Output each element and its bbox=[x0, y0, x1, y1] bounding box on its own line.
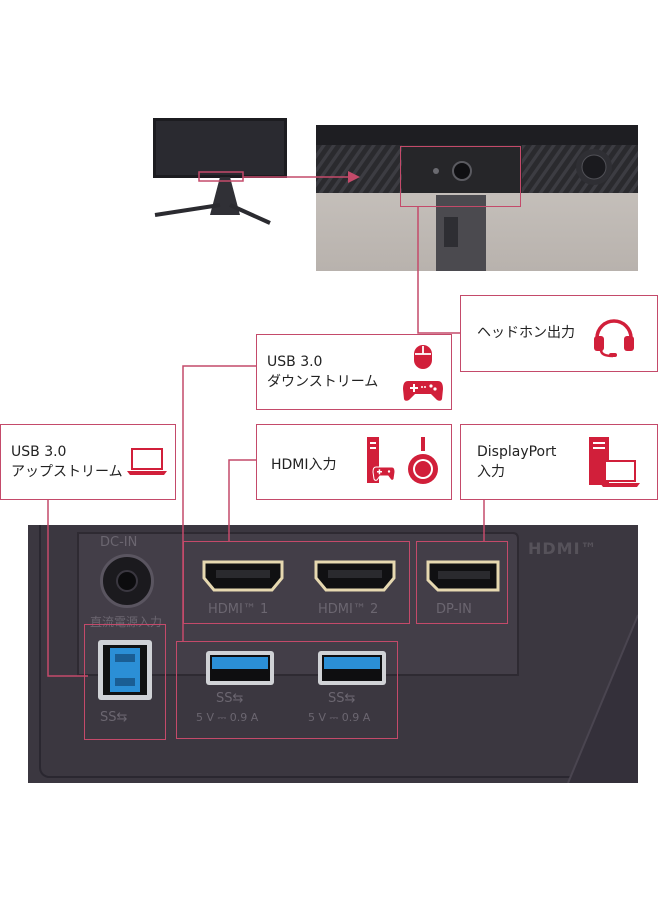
desktop-laptop-icon bbox=[586, 435, 642, 495]
hdmi-logo: HDMI™ bbox=[528, 539, 598, 558]
dc-in-port bbox=[100, 554, 154, 608]
callout-dp-line2: 入力 bbox=[477, 464, 505, 480]
callout-usb-down-line1: USB 3.0 bbox=[267, 354, 323, 370]
callout-usb-down-line2: ダウンストリーム bbox=[267, 374, 379, 390]
pc-console-icon bbox=[364, 435, 396, 493]
hdmi1-label: HDMI™ 1 bbox=[208, 602, 269, 617]
hdmi-port-1 bbox=[200, 558, 286, 594]
laptop-icon bbox=[125, 447, 169, 483]
callout-hdmi-label: HDMI入力 bbox=[271, 457, 337, 473]
headphone-port-highlight bbox=[400, 146, 521, 207]
usb-b-port bbox=[98, 640, 152, 700]
callout-dp-line1: DisplayPort bbox=[477, 444, 557, 460]
usb-a-port-2 bbox=[318, 651, 386, 685]
usb-a2-rating: 5 V ⎓ 0.9 A bbox=[308, 711, 371, 724]
usb-b-ss-label: SS⇆ bbox=[100, 710, 128, 725]
usb-a-highlight bbox=[176, 641, 398, 739]
hdmi2-label: HDMI™ 2 bbox=[318, 602, 379, 617]
usb-a1-ss-label: SS⇆ bbox=[216, 691, 244, 706]
callout-usb-up-line2: アップストリーム bbox=[11, 464, 123, 480]
usb-b-highlight bbox=[84, 624, 166, 740]
usb-a2-ss-label: SS⇆ bbox=[328, 691, 356, 706]
displayport-port bbox=[424, 558, 502, 594]
dp-in-label: DP-IN bbox=[436, 602, 472, 617]
gamepad-icon bbox=[402, 377, 444, 409]
callout-usb-upstream: USB 3.0 アップストリーム bbox=[0, 424, 176, 500]
dc-in-jp-label: 直流電源入力 bbox=[90, 615, 163, 629]
usb-a-port-1 bbox=[206, 651, 274, 685]
callout-usb-downstream: USB 3.0 ダウンストリーム bbox=[256, 334, 452, 410]
hdmi-port-2 bbox=[312, 558, 398, 594]
dc-in-label: DC-IN bbox=[100, 535, 138, 550]
callout-headphone-out: ヘッドホン出力 bbox=[460, 295, 658, 372]
monitor-thumbnail bbox=[150, 115, 290, 225]
callout-usb-up-line1: USB 3.0 bbox=[11, 444, 67, 460]
callout-hdmi-in: HDMI入力 bbox=[256, 424, 452, 500]
headset-icon bbox=[591, 312, 637, 364]
streaming-stick-icon bbox=[405, 435, 441, 493]
usb-a1-rating: 5 V ⎓ 0.9 A bbox=[196, 711, 259, 724]
mouse-icon bbox=[412, 343, 434, 377]
dp-port-highlight bbox=[416, 541, 508, 624]
rear-io-panel: DC-IN 直流電源入力 HDMI™ 1 HDMI™ 2 DP-IN HDMI™ bbox=[28, 525, 638, 783]
bezel-closeup-photo bbox=[316, 125, 638, 271]
callout-displayport-in: DisplayPort 入力 bbox=[460, 424, 658, 500]
callout-headphone-label: ヘッドホン出力 bbox=[477, 325, 575, 341]
